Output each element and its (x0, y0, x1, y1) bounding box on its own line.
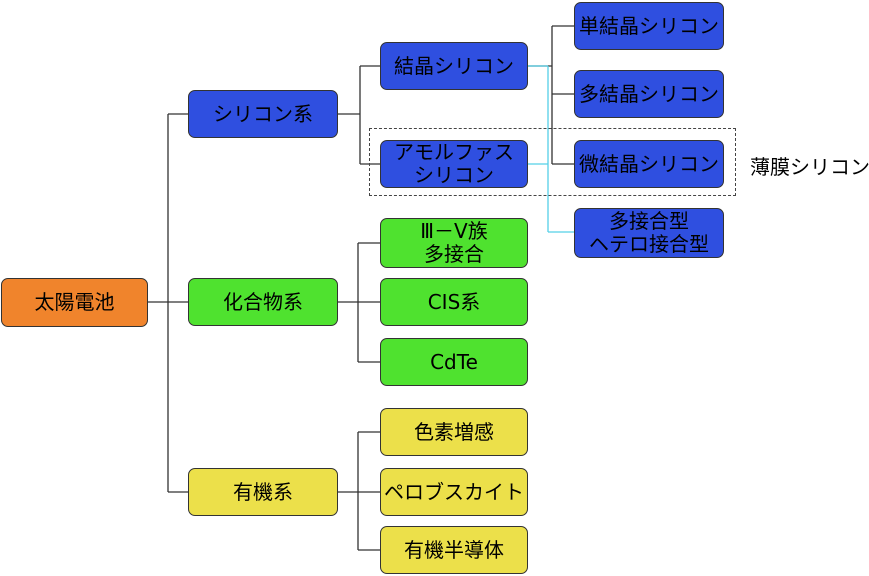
dye-sensitized-box[interactable]: 色素増感 (380, 408, 528, 456)
cis-box[interactable]: CIS系 (380, 278, 528, 326)
organic-semiconductor-box[interactable]: 有機半導体 (380, 526, 528, 574)
crystalline-silicon-box[interactable]: 結晶シリコン (380, 42, 528, 90)
thin-film-silicon-label: 薄膜シリコン (750, 155, 869, 179)
cdte-box[interactable]: CdTe (380, 338, 528, 386)
amorphous-silicon-box[interactable]: アモルファス シリコン (380, 140, 528, 188)
organic-category-box[interactable]: 有機系 (188, 468, 338, 516)
root-solar-cell-box[interactable]: 太陽電池 (1, 278, 148, 327)
iii-v-multi-junction-box[interactable]: Ⅲ－Ⅴ族 多接合 (380, 218, 528, 268)
multi-junction-hetero-junction-box[interactable]: 多接合型 ヘテロ接合型 (574, 208, 724, 258)
compound-category-box[interactable]: 化合物系 (188, 278, 338, 326)
microcrystalline-silicon-box[interactable]: 微結晶シリコン (574, 140, 724, 188)
perovskite-box[interactable]: ペロブスカイト (380, 468, 528, 516)
thin-film-silicon-group-border (369, 128, 736, 196)
silicon-category-box[interactable]: シリコン系 (188, 90, 338, 138)
single-crystal-silicon-box[interactable]: 単結晶シリコン (574, 2, 724, 50)
polycrystalline-silicon-box[interactable]: 多結晶シリコン (574, 70, 724, 118)
